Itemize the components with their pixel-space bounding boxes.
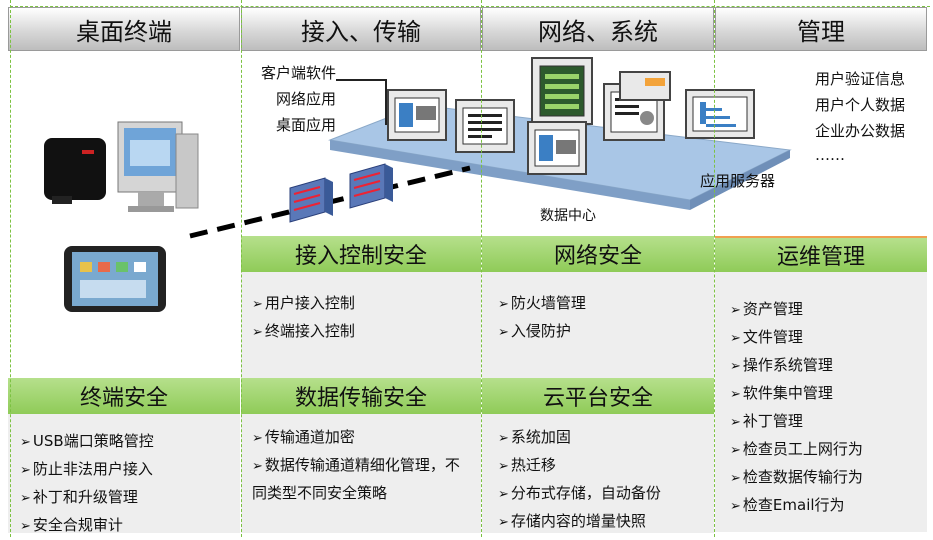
cloud-platform-list: 系统加固 热迁移 分布式存储，自动备份 存储内容的增量快照 <box>498 424 661 536</box>
list-item: USB端口策略管控 <box>20 428 154 456</box>
header-manage: 管理 <box>715 7 927 51</box>
list-item: 操作系统管理 <box>730 352 863 380</box>
right-label-4: …… <box>815 146 845 164</box>
list-item: 用户接入控制 <box>252 290 355 318</box>
left-label-2: 网络应用 <box>275 90 336 108</box>
list-item: 安全合规审计 <box>20 512 154 540</box>
tablet-icon <box>64 246 166 312</box>
server-screen-icon <box>455 99 515 153</box>
list-item: 传输通道加密 <box>252 424 474 452</box>
list-item: 防止非法用户接入 <box>20 456 154 484</box>
right-label-3: 企业办公数据 <box>815 122 906 140</box>
column-divider <box>481 0 482 537</box>
list-item: 终端接入控制 <box>252 318 355 346</box>
firewall-icon <box>289 177 333 223</box>
ops-list: 资产管理 文件管理 操作系统管理 软件集中管理 补丁管理 检查员工上网行为 检查… <box>730 296 863 520</box>
data-transfer-list: 传输通道加密 数据传输通道精细化管理，不同类型不同安全策略 <box>252 424 474 506</box>
list-item: 资产管理 <box>730 296 863 324</box>
firewall-icon <box>349 163 393 209</box>
desktop-box-icon <box>44 138 106 204</box>
list-item: 防火墙管理 <box>498 290 586 318</box>
server-screen-icon <box>527 121 587 175</box>
right-label-2: 用户个人数据 <box>815 96 906 114</box>
list-item: 系统加固 <box>498 424 661 452</box>
platform-edge <box>330 140 690 210</box>
list-item: 数据传输通道精细化管理，不同类型不同安全策略 <box>252 452 474 506</box>
header-network: 网络、系统 <box>482 7 714 51</box>
terminal-security-list: USB端口策略管控 防止非法用户接入 补丁和升级管理 安全合规审计 <box>20 428 154 540</box>
data-transfer-title: 数据传输安全 <box>241 378 481 414</box>
list-item: 文件管理 <box>730 324 863 352</box>
left-label-3: 桌面应用 <box>275 116 336 134</box>
list-item: 分布式存储，自动备份 <box>498 480 661 508</box>
access-control-title: 接入控制安全 <box>241 236 481 272</box>
app-server-label: 应用服务器 <box>700 172 776 190</box>
connector-line <box>336 79 387 125</box>
network-security-title: 网络安全 <box>482 236 714 272</box>
list-item: 入侵防护 <box>498 318 586 346</box>
header-terminal: 桌面终端 <box>8 7 240 51</box>
list-item: 检查员工上网行为 <box>730 436 863 464</box>
list-item: 补丁和升级管理 <box>20 484 154 512</box>
top-divider <box>10 6 930 7</box>
list-item: 检查数据传输行为 <box>730 464 863 492</box>
list-item: 软件集中管理 <box>730 380 863 408</box>
column-divider <box>241 0 242 537</box>
server-screen-icon <box>387 89 447 141</box>
terminal-security-title: 终端安全 <box>8 378 240 414</box>
list-item: 检查Email行为 <box>730 492 863 520</box>
column-divider <box>714 0 715 537</box>
server-screen-icon <box>619 71 671 101</box>
cloud-platform-title: 云平台安全 <box>482 378 714 414</box>
server-screen-icon <box>685 89 755 139</box>
platform-side <box>690 150 790 210</box>
left-label-1: 客户端软件 <box>260 64 336 82</box>
server-screen-icon <box>531 57 593 125</box>
access-control-list: 用户接入控制 终端接入控制 <box>252 290 355 346</box>
ops-title: 运维管理 <box>715 236 927 272</box>
list-item: 补丁管理 <box>730 408 863 436</box>
pc-monitor-icon <box>117 121 199 212</box>
datacenter-label: 数据中心 <box>540 208 596 224</box>
network-security-list: 防火墙管理 入侵防护 <box>498 290 586 346</box>
header-access: 接入、传输 <box>241 7 481 51</box>
right-label-1: 用户验证信息 <box>815 70 906 88</box>
list-item: 热迁移 <box>498 452 661 480</box>
list-item: 存储内容的增量快照 <box>498 508 661 536</box>
column-divider <box>10 0 11 537</box>
